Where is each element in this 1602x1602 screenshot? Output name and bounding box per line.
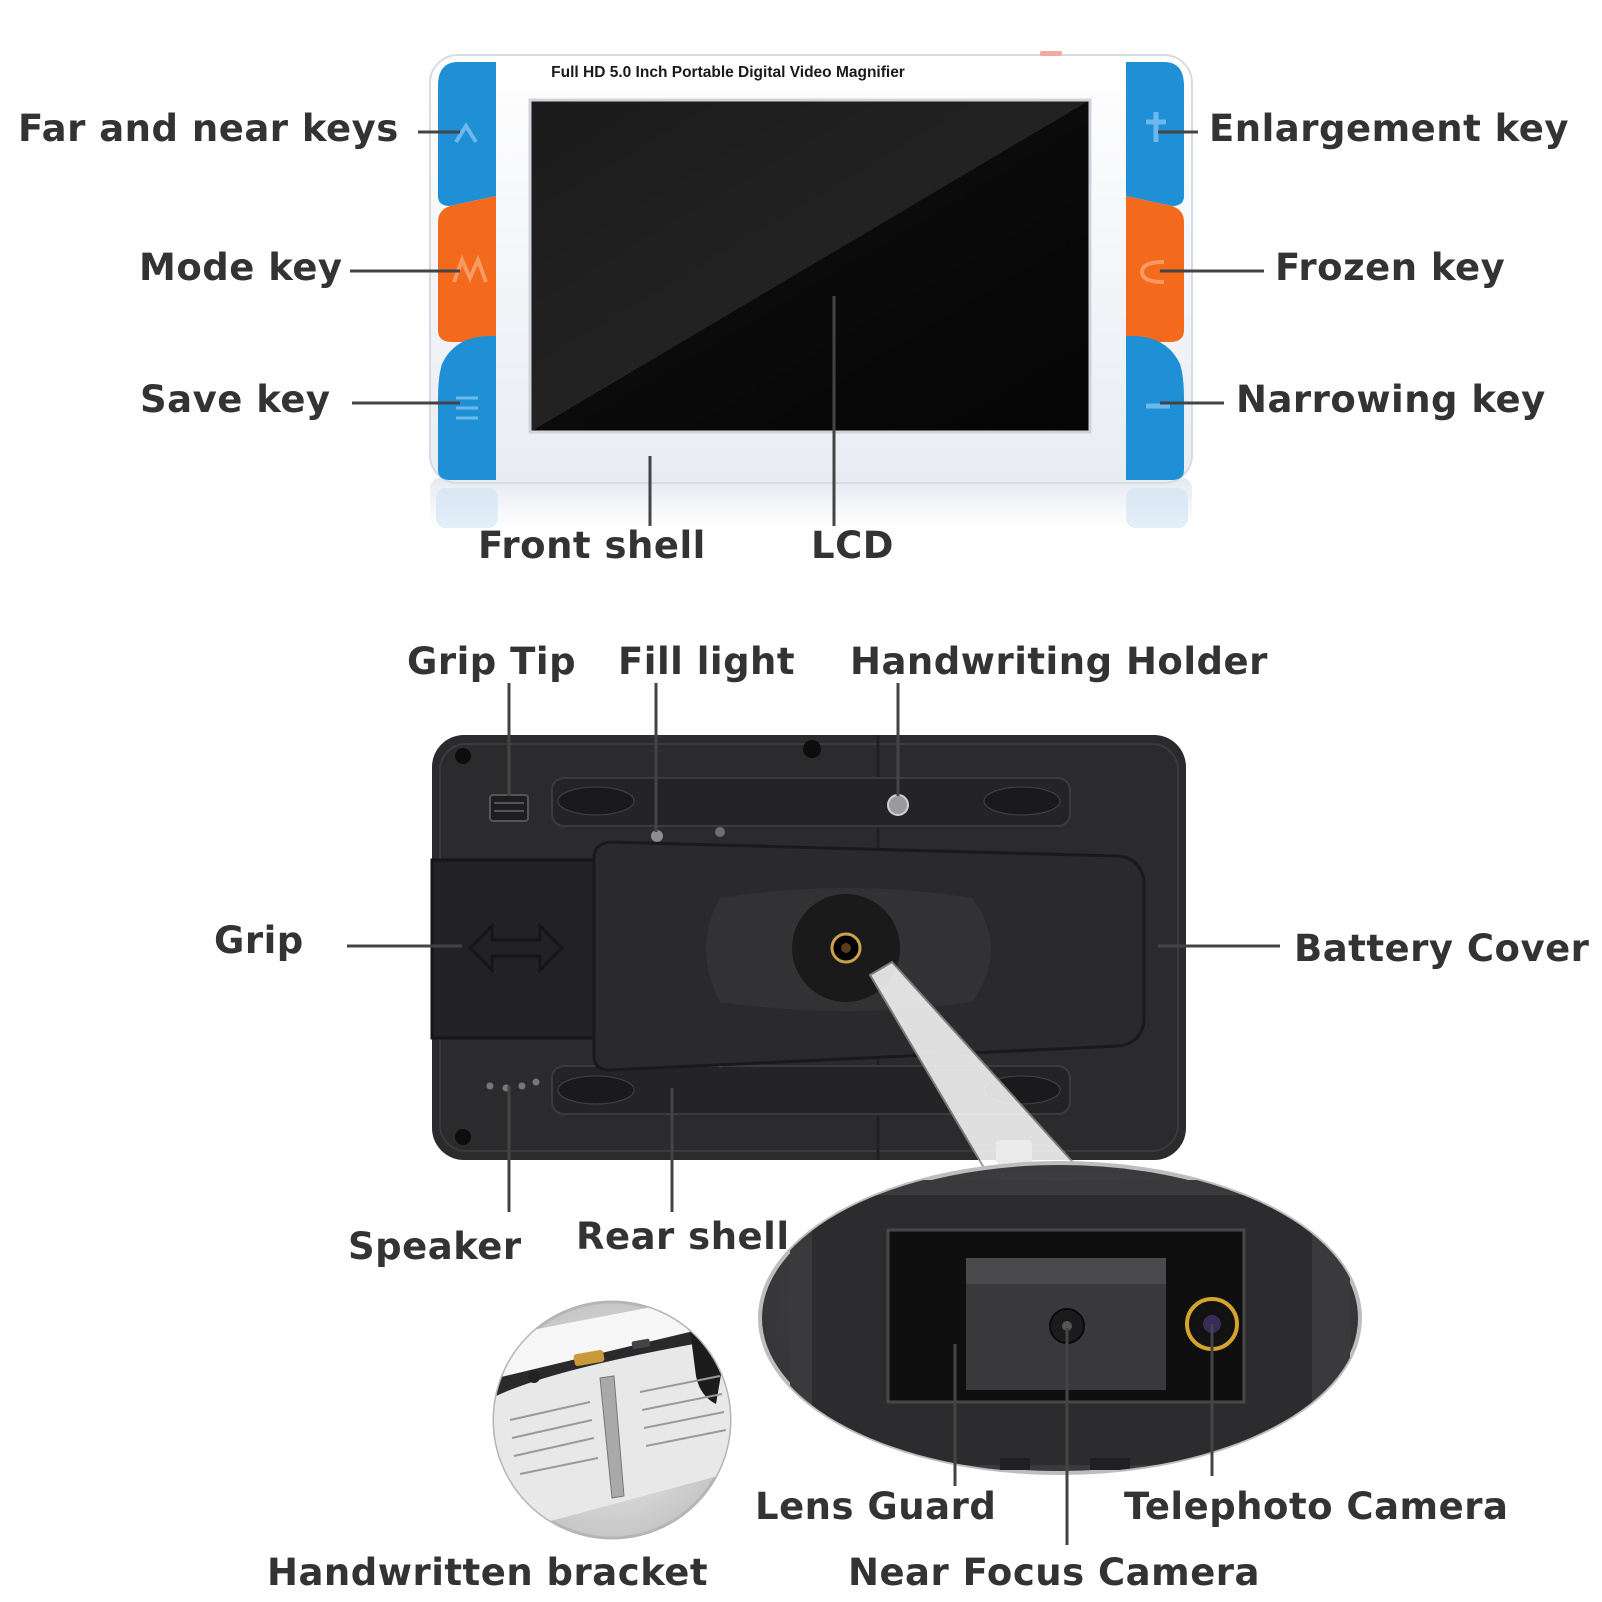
label-lcd: LCD <box>811 524 894 567</box>
far-near-key <box>438 62 496 206</box>
speaker-hole <box>518 1082 526 1090</box>
fill-light-led <box>715 827 725 837</box>
fill-light-led <box>651 830 663 842</box>
label-frozen-key: Frozen key <box>1275 246 1506 289</box>
label-mode-key: Mode key <box>139 246 343 289</box>
frozen-key <box>1126 196 1184 342</box>
front-view <box>429 51 1193 528</box>
label-battery-cover: Battery Cover <box>1294 927 1590 970</box>
label-save-key: Save key <box>140 378 331 421</box>
rear-leader-lines <box>347 683 1280 1545</box>
label-far-near-keys: Far and near keys <box>18 107 399 150</box>
label-telephoto-camera: Telephoto Camera <box>1124 1485 1509 1528</box>
rear-view <box>430 735 1186 1164</box>
device-reflection <box>430 478 1192 528</box>
label-handwritten-bracket: Handwritten bracket <box>267 1551 709 1594</box>
screw-bottom-left <box>455 1129 471 1145</box>
reflection-key-right <box>1126 488 1188 528</box>
plus-icon <box>1146 112 1166 142</box>
double-arrow-icon <box>467 922 565 974</box>
rail-foot <box>557 786 635 816</box>
grip <box>430 858 596 1040</box>
save-lines-icon <box>456 396 478 420</box>
label-enlargement-key: Enlargement key <box>1209 107 1569 150</box>
screw-top-left <box>455 748 471 764</box>
label-front-shell: Front shell <box>478 524 706 567</box>
speaker-hole <box>486 1082 494 1090</box>
lcd-screen <box>528 98 1092 434</box>
label-lens-guard: Lens Guard <box>755 1485 997 1528</box>
label-near-focus-camera: Near Focus Camera <box>848 1551 1261 1594</box>
handwriting-holder-screw <box>887 794 909 816</box>
device-title-print: Full HD 5.0 Inch Portable Digital Video … <box>551 64 905 81</box>
upper-rail <box>551 777 1071 827</box>
power-indicator <box>1040 51 1062 56</box>
label-handwriting-holder: Handwriting Holder <box>850 640 1268 683</box>
rail-foot <box>983 786 1061 816</box>
chevron-up-icon <box>454 122 478 144</box>
handwritten-bracket-inset <box>492 1300 732 1540</box>
label-narrowing-key: Narrowing key <box>1236 378 1546 421</box>
freeze-letter-icon <box>1139 260 1165 284</box>
screw-top-center <box>803 740 821 758</box>
label-speaker: Speaker <box>348 1225 522 1268</box>
label-fill-light: Fill light <box>618 640 796 683</box>
reflection-key-left <box>436 488 498 528</box>
camera-zoom-inset <box>758 1161 1362 1475</box>
front-leader-lines <box>350 130 1264 526</box>
mode-letter-icon <box>452 254 488 283</box>
speaker-hole <box>532 1078 540 1086</box>
label-grip: Grip <box>214 919 304 962</box>
rail-foot <box>557 1075 635 1105</box>
grip-tip-vent <box>489 794 529 822</box>
label-grip-tip: Grip Tip <box>407 640 577 683</box>
label-rear-shell: Rear shell <box>576 1215 790 1258</box>
